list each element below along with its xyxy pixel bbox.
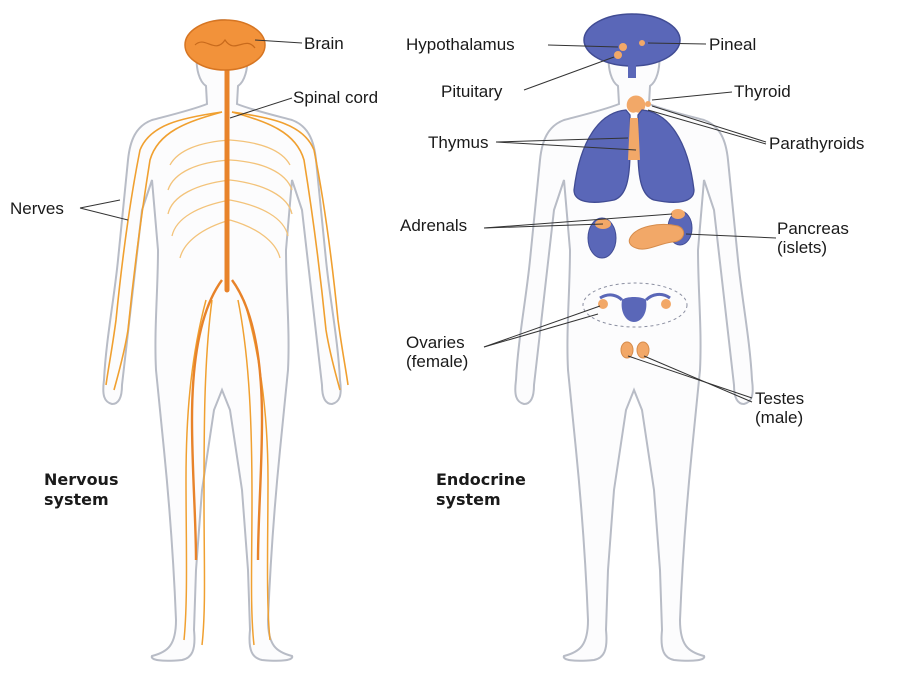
pineal-gland bbox=[639, 40, 645, 46]
nervous-figure bbox=[79, 19, 349, 662]
ovaries-label-line2: (female) bbox=[406, 352, 469, 371]
parathyroids-leader-1 bbox=[651, 105, 767, 143]
nervous-title-line1: Nervous bbox=[44, 470, 119, 489]
thymus-leader-1 bbox=[495, 137, 629, 143]
pancreas-label-line2: (islets) bbox=[777, 238, 828, 257]
brain-stem bbox=[628, 58, 636, 78]
endocrine-figure bbox=[483, 13, 777, 662]
spinal-cord-label: Spinal cord bbox=[293, 88, 379, 107]
nervous-arm-nerves bbox=[105, 111, 349, 391]
spinal-cord-leader bbox=[229, 97, 293, 119]
nervous-sciatic-nerves bbox=[190, 279, 264, 561]
parathyroids-leader-2 bbox=[647, 109, 767, 145]
nervous-system-title: Nervous system bbox=[44, 470, 118, 510]
uterus bbox=[621, 297, 647, 322]
testes-label: Testes (male) bbox=[755, 389, 804, 427]
testes-label-line2: (male) bbox=[755, 408, 804, 427]
ovaries-label: Ovaries (female) bbox=[406, 333, 468, 371]
pineal-label: Pineal bbox=[709, 35, 757, 54]
brain bbox=[184, 19, 266, 71]
testes-leader-2 bbox=[643, 355, 753, 403]
brain-label: Brain bbox=[304, 34, 344, 53]
hypothalamus-leader bbox=[547, 44, 619, 48]
right-adrenal-gland bbox=[671, 209, 685, 219]
right-lung bbox=[637, 109, 695, 203]
hypothalamus-label: Hypothalamus bbox=[406, 35, 515, 54]
left-fallopian-tube bbox=[599, 293, 624, 302]
pituitary-label: Pituitary bbox=[441, 82, 503, 101]
brain-folds bbox=[194, 38, 256, 49]
brain-leader bbox=[254, 39, 303, 44]
endocrine-title-line2: system bbox=[436, 490, 501, 509]
nerves-leader-2 bbox=[79, 207, 129, 221]
left-testis bbox=[620, 341, 634, 359]
left-ovary bbox=[598, 299, 608, 309]
pancreas-leader bbox=[685, 233, 777, 239]
nervous-title-line2: system bbox=[44, 490, 109, 509]
ovaries-region-outline bbox=[582, 282, 688, 328]
right-ovary bbox=[661, 299, 671, 309]
left-kidney bbox=[587, 217, 617, 259]
endocrine-body-outline bbox=[514, 19, 754, 662]
ovaries-leader-1 bbox=[483, 305, 601, 348]
pancreas-gland bbox=[628, 224, 685, 250]
thyroid-leader bbox=[651, 91, 733, 101]
thymus-label: Thymus bbox=[428, 133, 489, 152]
parathyroids-label: Parathyroids bbox=[769, 134, 865, 153]
nervous-body-outline bbox=[102, 19, 342, 662]
testes-leader-1 bbox=[627, 355, 753, 399]
right-testis bbox=[636, 341, 650, 359]
pituitary-gland bbox=[614, 51, 622, 59]
adrenals-label: Adrenals bbox=[400, 216, 468, 235]
pineal-leader bbox=[647, 42, 707, 45]
thymus-gland bbox=[628, 118, 640, 160]
endocrine-title-line1: Endocrine bbox=[436, 470, 526, 489]
thyroid-gland bbox=[626, 95, 646, 113]
left-lung bbox=[573, 109, 631, 203]
ovaries-label-line1: Ovaries bbox=[406, 333, 465, 352]
pancreas-label: Pancreas (islets) bbox=[777, 219, 849, 257]
thyroid-label: Thyroid bbox=[734, 82, 791, 101]
adrenals-leader-1 bbox=[483, 223, 604, 229]
testes-label-line1: Testes bbox=[755, 389, 805, 408]
pituitary-leader bbox=[523, 56, 615, 91]
parathyroid-gland bbox=[645, 101, 651, 107]
right-fallopian-tube bbox=[644, 292, 671, 302]
hypothalamus-gland bbox=[619, 43, 627, 51]
adrenals-leader-2 bbox=[483, 213, 673, 229]
nerves-leader-1 bbox=[79, 199, 121, 209]
nervous-rib-nerves bbox=[167, 139, 293, 259]
endocrine-system-title: Endocrine system bbox=[436, 470, 526, 510]
nerves-label: Nerves bbox=[10, 199, 64, 218]
ovaries-leader-2 bbox=[483, 313, 599, 348]
pancreas-label-line1: Pancreas bbox=[777, 219, 849, 238]
nervous-leg-nerves bbox=[183, 299, 271, 646]
thymus-leader-2 bbox=[495, 141, 637, 151]
